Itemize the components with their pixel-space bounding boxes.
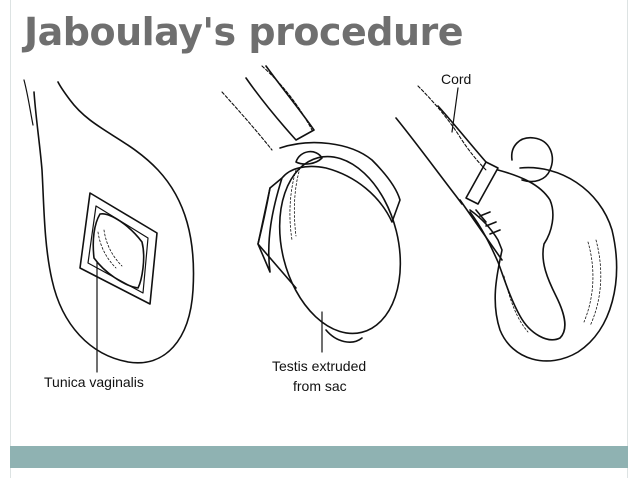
cord-clip xyxy=(465,161,499,205)
slide-title: Jaboulay's procedure xyxy=(24,10,464,54)
incision-outer xyxy=(79,192,158,305)
everted-sac xyxy=(257,141,401,273)
epididymis-bulge xyxy=(510,136,554,183)
label-testis-line-2: from sac xyxy=(293,378,347,394)
testis-lower-pole xyxy=(325,329,363,343)
testis-outline-3 xyxy=(469,166,618,362)
incision-inner xyxy=(87,205,149,294)
testis-shading xyxy=(289,167,301,241)
panel-3-sac-everted xyxy=(395,85,618,362)
scrotum-outline xyxy=(33,81,195,364)
testis-body xyxy=(278,155,402,335)
testis-shading-3 xyxy=(583,239,602,327)
tunica-shading xyxy=(97,229,123,269)
tunica-sac xyxy=(92,213,145,289)
panel-2-testis-extruded xyxy=(221,65,402,353)
slide-frame xyxy=(10,0,628,478)
suture-line xyxy=(459,199,503,261)
panel-1-scrotum-incision xyxy=(23,79,195,373)
label-tunica-vaginalis: Tunica vaginalis xyxy=(44,374,144,390)
cord-body xyxy=(245,65,315,141)
label-testis-line-1: Testis extruded xyxy=(272,358,366,374)
label-cord: Cord xyxy=(441,71,471,87)
cord-edge-dotted xyxy=(417,85,487,171)
cord-edge-left xyxy=(395,117,463,205)
footer-accent-bar xyxy=(10,446,628,468)
cord-leader-line xyxy=(451,87,459,133)
scrotum-skin-fold xyxy=(23,79,34,126)
sac-flap xyxy=(469,169,566,341)
scrotum-base-3 xyxy=(503,275,529,333)
epididymis-head xyxy=(295,150,323,165)
sac-edge xyxy=(257,187,297,289)
cord-edge-right xyxy=(437,105,487,163)
